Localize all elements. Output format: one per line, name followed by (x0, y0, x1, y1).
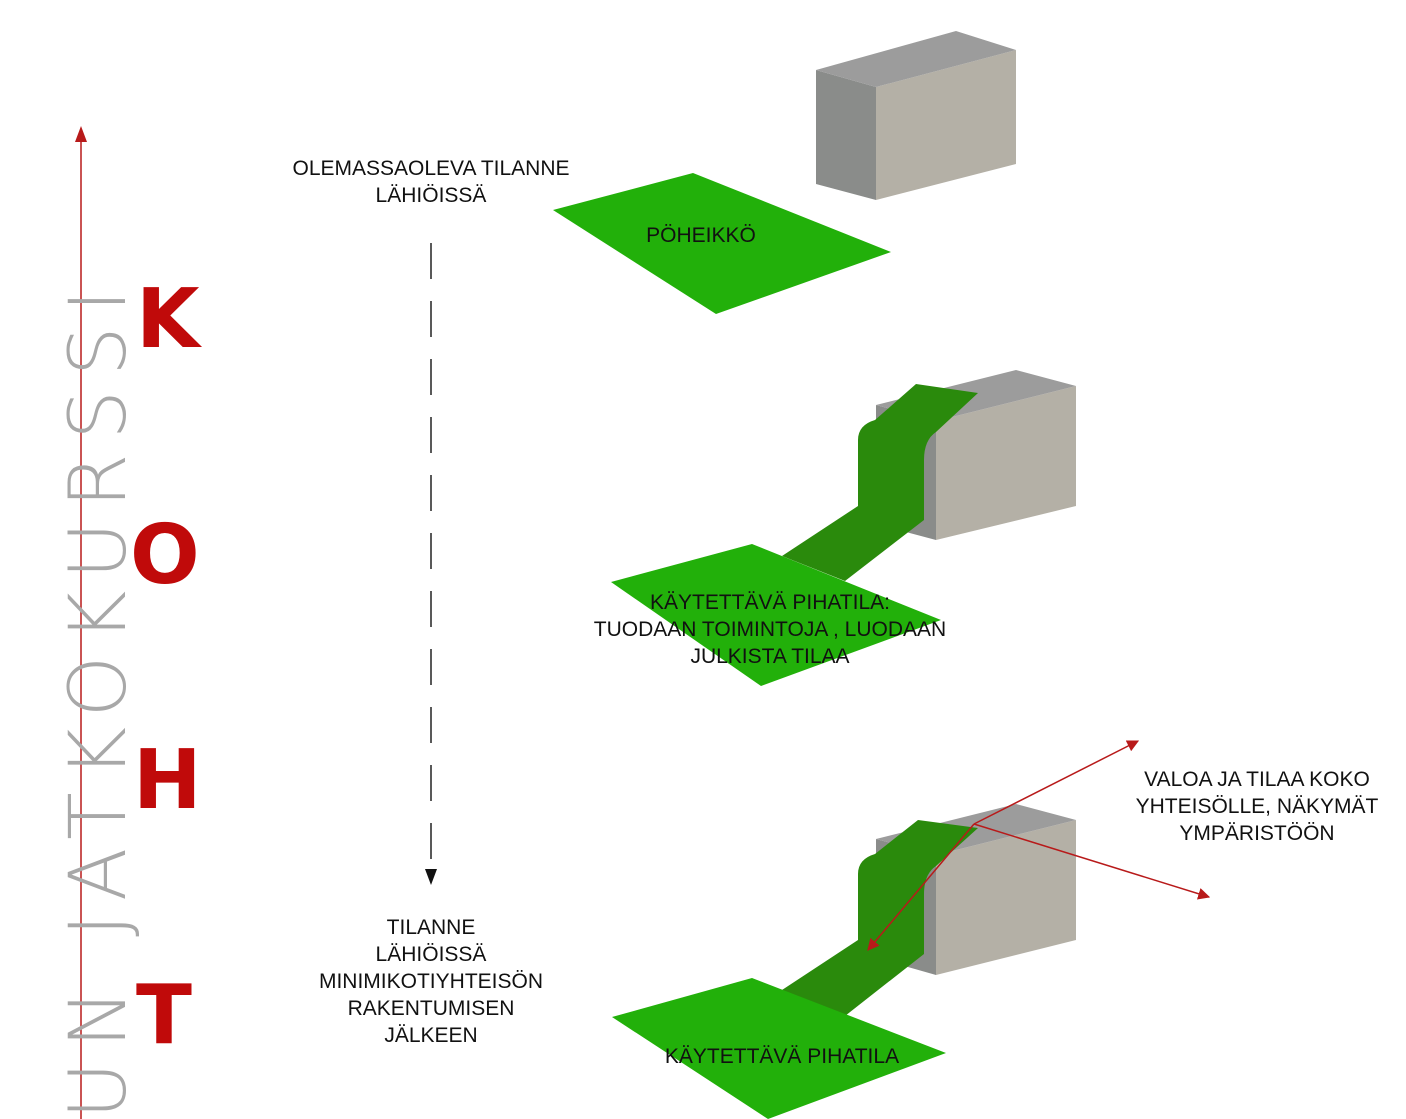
transition-arrowhead (425, 869, 437, 885)
middle-green-ramp (782, 384, 978, 581)
arrow-surroundings (973, 823, 1211, 900)
bottom-green-area (612, 978, 946, 1119)
initial-letter-1: K (136, 272, 200, 367)
top-building (816, 31, 1016, 200)
arrow-yard (867, 823, 975, 951)
middle-green-area (611, 544, 941, 686)
arrow-sky (973, 740, 1140, 825)
top-green-area (553, 173, 891, 314)
bottom-green-ramp (782, 820, 978, 1016)
timeline-arrowhead (75, 126, 87, 142)
label-usable-yard: KÄYTETTÄVÄ PIHATILA (664, 1045, 900, 1068)
view-arrows (867, 740, 1211, 951)
initial-letter-3: H (133, 733, 202, 828)
label-after-situation: TILANNE LÄHIÖISSÄ MINIMIKOTIYHTEISÖN RAK… (318, 916, 543, 1047)
label-existing-situation: OLEMASSAOLEVA TILANNE LÄHIÖISSÄ (292, 157, 570, 207)
initial-letter-4: T (136, 968, 192, 1063)
vertical-course-title: UN JATKOKURSSI (54, 275, 144, 1119)
initial-letter-2: O (130, 508, 200, 603)
label-usable-yard-plan: KÄYTETTÄVÄ PIHATILA: TUODAAN TOIMINTOJA … (593, 591, 947, 668)
label-thicket: PÖHEIKKÖ (646, 224, 756, 247)
label-light-and-views: VALOA JA TILAA KOKO YHTEISÖLLE, NÄKYMÄT … (1135, 768, 1379, 845)
